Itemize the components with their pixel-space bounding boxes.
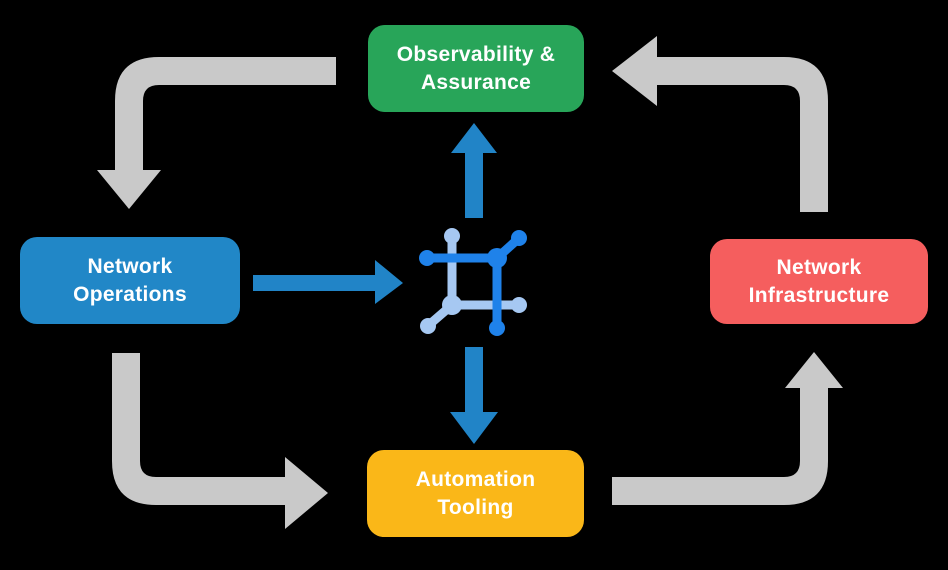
icon-primary-nodes (419, 230, 527, 336)
icon-secondary-nodes (420, 228, 527, 334)
hub-arrow-operations-to-center (253, 260, 403, 304)
node-automation-tooling-label: Automation Tooling (415, 467, 536, 519)
cycle-arrow-observability-to-operations (97, 57, 336, 209)
node-observability-assurance-label: Observability & Assurance (396, 42, 556, 94)
node-observability-assurance: Observability & Assurance (368, 25, 584, 112)
cycle-arrow-operations-to-tooling (112, 353, 328, 529)
cycle-arrow-tooling-to-infrastructure (612, 352, 843, 505)
node-network-operations: Network Operations (20, 237, 240, 324)
node-automation-tooling: Automation Tooling (367, 450, 584, 537)
hub-arrow-center-to-observability (451, 123, 497, 218)
cycle-arrow-infrastructure-to-observability (612, 36, 828, 212)
network-nodes-icon (419, 228, 527, 336)
node-network-infrastructure: Network Infrastructure (710, 239, 928, 324)
hub-arrow-center-to-tooling (450, 347, 498, 444)
node-network-operations-label: Network Operations (73, 254, 187, 306)
node-network-infrastructure-label: Network Infrastructure (748, 255, 890, 307)
